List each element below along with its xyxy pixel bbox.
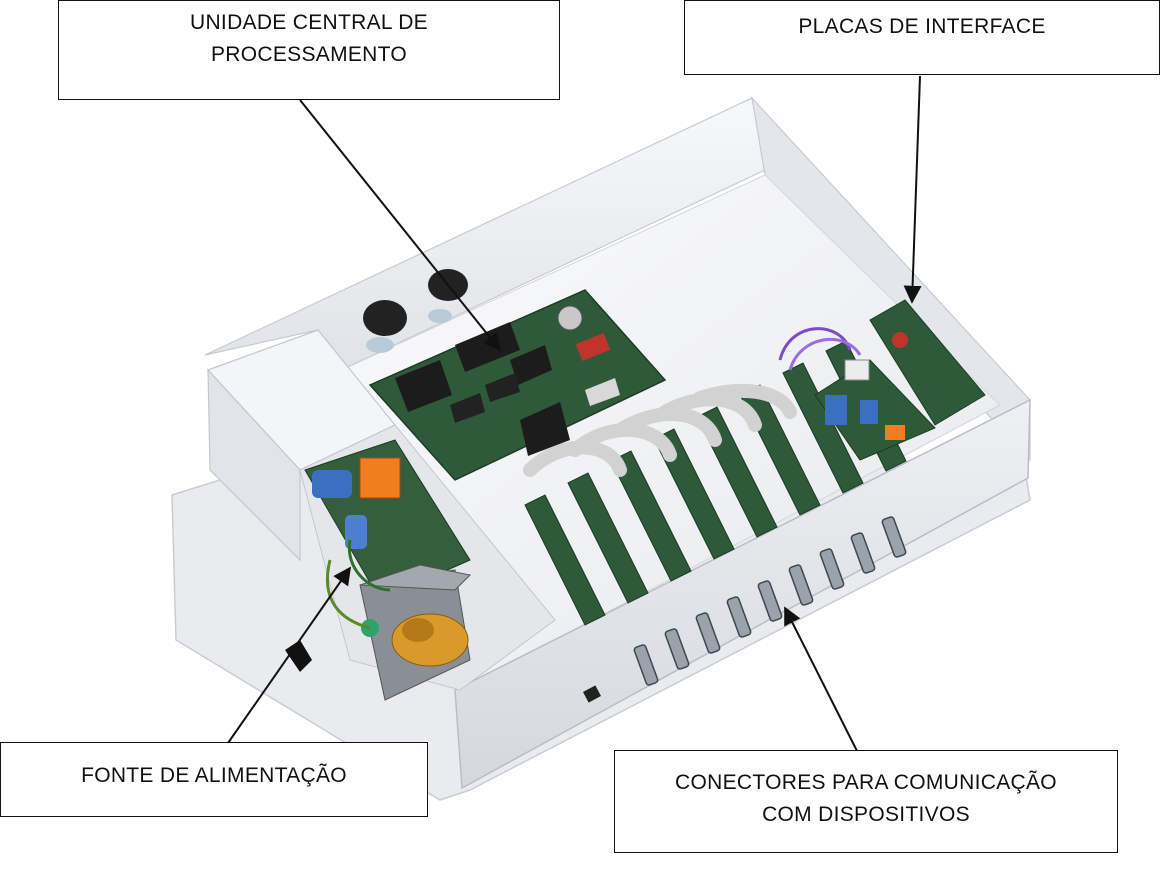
label-cpu: UNIDADE CENTRAL DE PROCESSAMENTO: [58, 0, 560, 100]
battery: [557, 305, 583, 331]
callout-arrows: [227, 75, 922, 752]
interface-card: [782, 362, 864, 494]
cpu-board: [368, 289, 667, 481]
interface-card: [610, 450, 692, 582]
dsub-connector: [664, 628, 690, 670]
interface-board: [869, 299, 986, 426]
capacitor-red: [892, 332, 908, 348]
grommet-hole: [428, 309, 452, 323]
cpu-chip: [450, 393, 485, 423]
dsub-connector: [726, 596, 752, 638]
interface-card: [567, 472, 649, 604]
enclosure-front-wall: [454, 398, 1031, 790]
terminal-orange: [359, 457, 401, 499]
dsub-connector: [819, 548, 845, 590]
power-supply-cover-side: [207, 368, 301, 562]
grommet: [363, 300, 407, 336]
cpu-chip: [485, 373, 520, 402]
label-cpu-line-2: PROCESSAMENTO: [210, 43, 408, 66]
transformer-top: [359, 564, 472, 591]
label-connectors-line-2: COM DISPOSITIVOS: [762, 802, 970, 826]
mounting-tab: [285, 640, 312, 672]
dsub-connector: [633, 644, 659, 686]
label-connectors: CONECTORES PARA COMUNICAÇÃO COM DISPOSIT…: [614, 750, 1118, 853]
dsub-connector: [788, 564, 814, 606]
capacitor-blue: [860, 400, 878, 424]
power-supply: [304, 439, 472, 701]
capacitor-red: [575, 333, 611, 361]
capacitor-blue: [825, 395, 847, 425]
capacitor-blue: [312, 470, 352, 498]
interface-card: [524, 494, 606, 626]
label-connectors-line-1: CONECTORES PARA COMUNICAÇÃO: [675, 770, 1057, 794]
label-interface-boards-text: PLACAS DE INTERFACE: [798, 15, 1046, 38]
grommet-hole: [366, 337, 394, 353]
front-connectors: [633, 516, 907, 686]
arrow-connectors: [784, 606, 858, 752]
cpu-chip: [520, 402, 570, 456]
purple-wires: [788, 338, 862, 371]
cpu-chip: [395, 360, 452, 412]
label-power-supply-text: FONTE DE ALIMENTAÇÃO: [81, 763, 347, 787]
connector-white: [844, 359, 870, 381]
label-interface-boards: PLACAS DE INTERFACE: [684, 0, 1160, 75]
transformer-coil: [391, 613, 469, 667]
dsub-connector: [881, 516, 907, 558]
label-cpu-line-1: UNIDADE CENTRAL DE: [190, 11, 428, 34]
arrow-cpu: [299, 99, 502, 352]
wire: [325, 559, 371, 630]
dsub-connector: [695, 612, 721, 654]
transformer-coil: [402, 618, 434, 642]
ribbon-cables: [523, 383, 797, 477]
power-switch: [583, 685, 601, 703]
arrow-interface: [903, 75, 922, 304]
wire: [347, 539, 391, 592]
arrow-psu: [227, 566, 352, 744]
enclosure-back-wall: [204, 97, 766, 381]
dsub-connector: [850, 532, 876, 574]
cpu-chip: [510, 345, 552, 385]
label-power-supply: FONTE DE ALIMENTAÇÃO: [0, 742, 428, 817]
interface-card: [653, 428, 735, 560]
terminal-orange: [885, 425, 905, 440]
cpu-chip: [585, 378, 620, 406]
interface-cards: [523, 299, 986, 626]
dsub-connector: [757, 580, 783, 622]
